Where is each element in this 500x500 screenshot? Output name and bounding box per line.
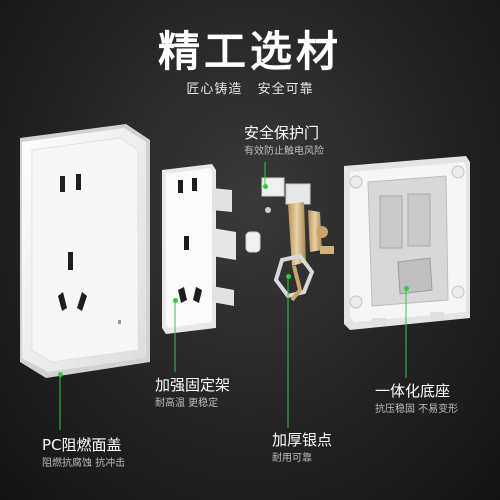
integrated-base [344, 156, 470, 330]
page-subtitle: 匠心铸造 安全可靠 [0, 78, 500, 97]
three-pin-hole-left [58, 292, 67, 311]
leader-dot-safety-door [263, 184, 268, 189]
reinforced-bracket [162, 164, 261, 334]
three-pin-hole-top [68, 252, 73, 270]
leader-dot-cover [58, 372, 63, 377]
callout-base-desc: 抗压稳固 不易变形 [375, 403, 459, 415]
callout-bracket: 加强固定架 耐高温 更稳定 [155, 376, 230, 410]
callout-base-title: 一体化底座 [375, 382, 451, 400]
leader-dot-bracket [173, 298, 178, 303]
three-pin-hole-right [77, 292, 87, 311]
page-title: 精工选材 [157, 27, 342, 76]
subtitle-part-1: 匠心铸造 [186, 82, 243, 97]
leader-dot-contacts [286, 274, 291, 279]
leader-dot-base [404, 286, 409, 291]
two-pin-hole-left [60, 176, 65, 192]
callout-leaders [59, 162, 407, 430]
callout-contacts-desc: 耐用可靠 [272, 452, 312, 464]
callout-contacts-title: 加厚银点 [272, 431, 333, 449]
callout-safety-door-desc: 有效防止触电风险 [244, 145, 324, 157]
subtitle-part-2: 安全可靠 [257, 82, 314, 97]
front-cover-panel [20, 124, 150, 378]
callout-contacts: 加厚银点 耐用可靠 [272, 431, 332, 465]
callout-base: 一体化底座 抗压稳固 不易变形 [375, 382, 458, 416]
safety-door-and-contacts [261, 177, 334, 302]
callout-bracket-desc: 耐高温 更稳定 [155, 397, 219, 409]
callout-bracket-title: 加强固定架 [155, 376, 231, 394]
callout-safety-door-title: 安全保护门 [244, 124, 320, 142]
callout-cover-title: PC阻燃面盖 [42, 436, 122, 454]
two-pin-hole-right [76, 174, 81, 190]
callout-cover: PC阻燃面盖 阻燃抗腐蚀 抗冲击 [42, 436, 125, 470]
callout-cover-desc: 阻燃抗腐蚀 抗冲击 [42, 457, 126, 469]
callout-safety-door: 安全保护门 有效防止触电风险 [244, 124, 324, 158]
